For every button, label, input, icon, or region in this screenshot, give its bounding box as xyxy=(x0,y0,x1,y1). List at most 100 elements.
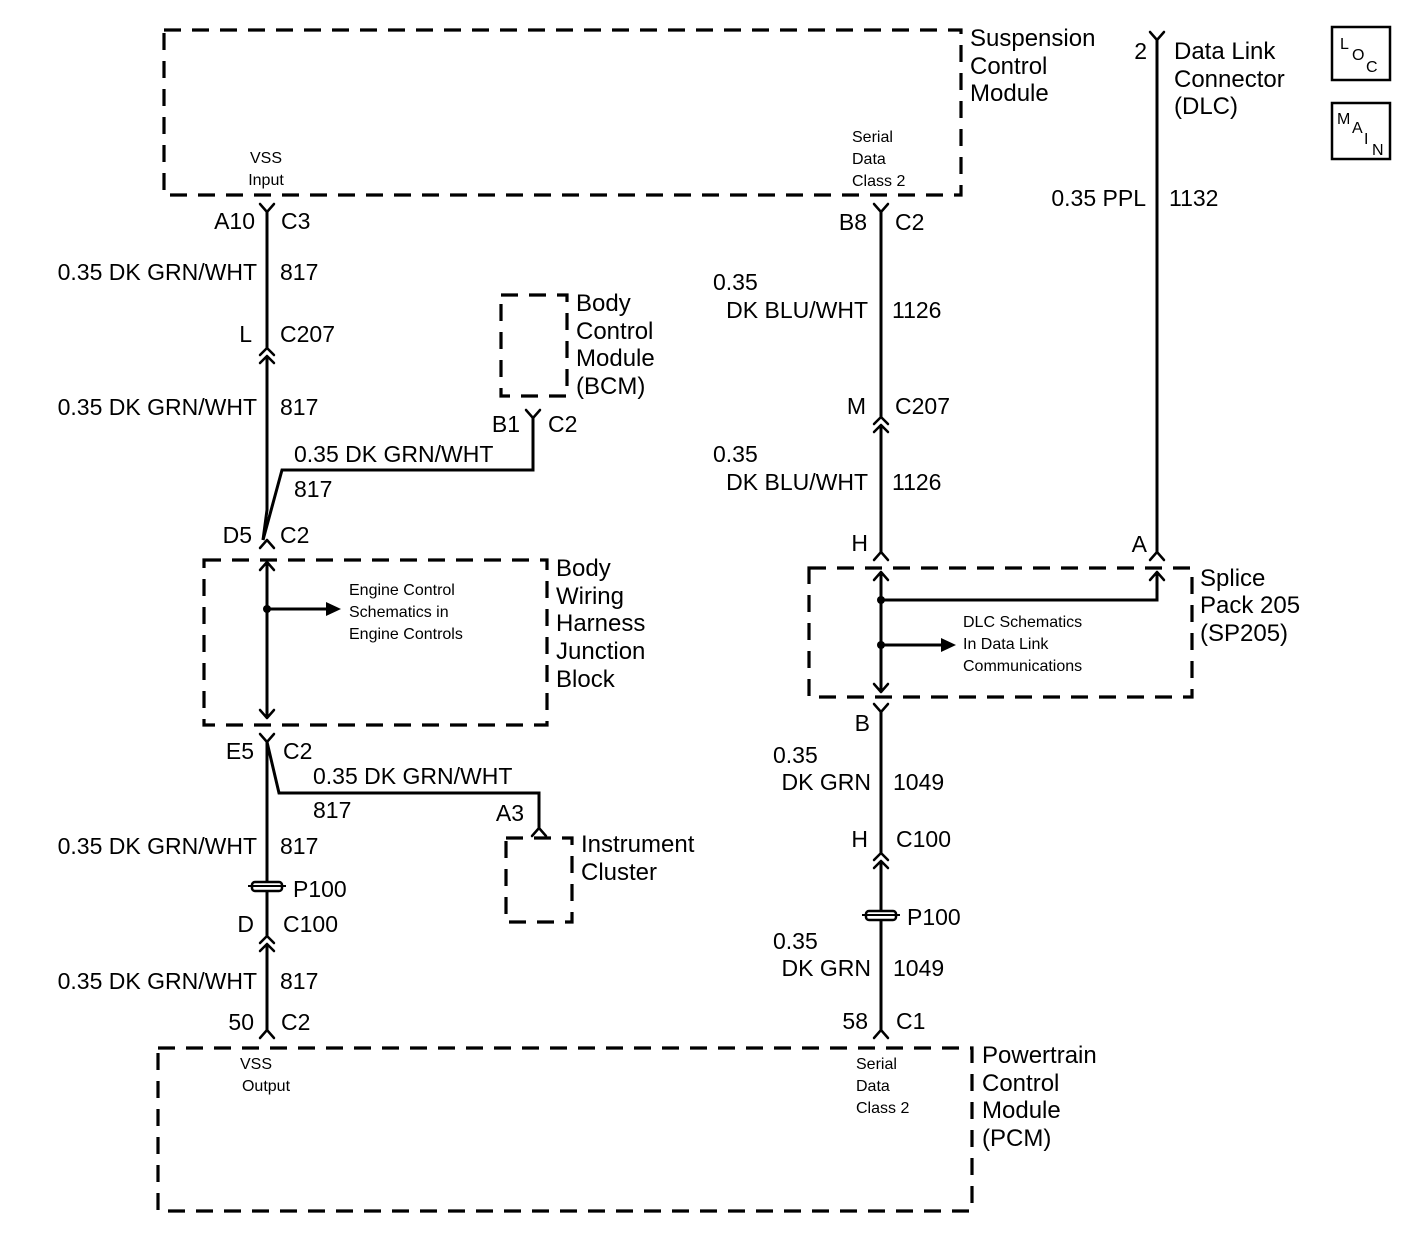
junction-name-line: Block xyxy=(556,666,616,693)
pcm-serial-label: Serial xyxy=(856,1056,897,1073)
connector-inline-icon xyxy=(872,851,890,870)
connector-male-icon xyxy=(530,826,548,838)
bcm-name-line: (BCM) xyxy=(576,373,645,400)
connector-label: C207 xyxy=(280,321,335,347)
wire-817-cluster-branch xyxy=(265,741,541,828)
wire-color-label: 0.35 DK GRN/WHT xyxy=(58,394,257,420)
wire-circuit-label: 817 xyxy=(280,833,318,859)
splice-name-line: Pack 205 xyxy=(1200,592,1300,619)
splice-note-line: In Data Link xyxy=(963,636,1049,653)
scm-box xyxy=(162,28,963,197)
wire-size-label: 0.35 xyxy=(713,269,758,295)
wire-splice-to-dlc xyxy=(881,572,1159,602)
wire-circuit-label: 817 xyxy=(294,476,332,502)
wire-circuit-label: 817 xyxy=(280,394,318,420)
wire-size-label: 0.35 xyxy=(773,742,818,768)
wire-color-label: 0.35 DK GRN/WHT xyxy=(58,259,257,285)
wire-circuit-label: 817 xyxy=(280,259,318,285)
bcm-box xyxy=(499,293,569,398)
connector-label: C2 xyxy=(280,522,309,548)
p100-grommet-right xyxy=(862,909,900,922)
pcm-name-line: (PCM) xyxy=(982,1125,1051,1152)
arrow-right-icon xyxy=(326,602,341,616)
pin-labels: A10 C3 L C207 B1 C2 D5 C2 E5 C2 A3 P100 … xyxy=(214,38,1148,1035)
scm-serial-label: Serial xyxy=(852,129,893,146)
loc-letter-2: O xyxy=(1352,47,1364,64)
pin-label: 2 xyxy=(1134,38,1147,64)
splice-note-line: DLC Schematics xyxy=(963,614,1082,631)
connector-inline-icon xyxy=(872,415,890,434)
p100-label: P100 xyxy=(907,904,961,930)
connector-female-icon xyxy=(1148,30,1166,42)
junction-box xyxy=(202,558,549,727)
junction-name-line: Harness xyxy=(556,610,645,637)
junction-name-line: Junction xyxy=(556,638,645,665)
pcm-serial-label: Class 2 xyxy=(856,1100,909,1117)
pin-label: B8 xyxy=(839,209,867,235)
connector-male-icon xyxy=(1148,570,1166,582)
scm-name-line: Module xyxy=(970,80,1049,107)
cluster-box xyxy=(504,836,574,924)
main-badge[interactable]: M A I N xyxy=(1330,101,1392,161)
wire-size-label: 0.35 xyxy=(773,928,818,954)
connector-label: C2 xyxy=(548,411,577,437)
pcm-name-line: Module xyxy=(982,1097,1061,1124)
loc-badge[interactable]: L O C xyxy=(1330,25,1392,82)
wire-size-label: 0.35 xyxy=(713,441,758,467)
internal-labels: VSS Input Serial Data Class 2 Engine Con… xyxy=(240,129,1082,1117)
connector-male-icon xyxy=(872,550,890,562)
pin-label: H xyxy=(851,826,868,852)
connector-female-icon xyxy=(258,732,276,744)
connector-label: C3 xyxy=(281,208,310,234)
main-letter-1: M xyxy=(1337,111,1350,128)
splice-note-line: Communications xyxy=(963,658,1082,675)
scm-serial-label: Data xyxy=(852,151,886,168)
wires xyxy=(261,40,1159,1030)
main-letter-2: A xyxy=(1352,120,1363,137)
pin-label: L xyxy=(239,321,252,347)
wire-circuit-label: 1049 xyxy=(893,955,944,981)
splice-dot xyxy=(877,641,885,649)
wire-circuit-label: 1126 xyxy=(892,297,941,323)
connector-female-icon xyxy=(258,708,276,720)
splice-dot xyxy=(877,596,885,604)
splice-dots xyxy=(263,596,885,649)
junction-name-line: Wiring xyxy=(556,583,624,610)
junction-note-line: Engine Control xyxy=(349,582,455,599)
wire-color-label: 0.35 DK GRN/WHT xyxy=(58,968,257,994)
connector-label: C207 xyxy=(895,393,950,419)
wire-circuit-label: 1132 xyxy=(1169,185,1218,211)
connector-label: C2 xyxy=(281,1009,310,1035)
connector-female-icon xyxy=(258,202,276,214)
connector-label: C100 xyxy=(283,911,338,937)
loc-letter-1: L xyxy=(1340,36,1349,53)
wire-circuit-label: 817 xyxy=(280,968,318,994)
wire-color-label: DK BLU/WHT xyxy=(726,297,868,323)
p100-grommet-left xyxy=(248,880,286,893)
main-letter-4: N xyxy=(1372,142,1384,159)
pin-label: 50 xyxy=(228,1009,254,1035)
wire-color-label: 0.35 PPL xyxy=(1051,185,1146,211)
wire-color-label: DK GRN xyxy=(782,955,871,981)
pcm-vss-label: Output xyxy=(242,1078,291,1095)
splice-name-line: (SP205) xyxy=(1200,620,1288,647)
connector-male-icon xyxy=(1148,550,1166,562)
pin-label: A10 xyxy=(214,208,255,234)
arrow-right-icon xyxy=(941,638,956,652)
pin-label: D5 xyxy=(223,522,252,548)
pcm-vss-label: VSS xyxy=(240,1056,272,1073)
wire-color-label: DK BLU/WHT xyxy=(726,469,868,495)
connector-male-icon xyxy=(258,538,276,550)
pin-label: M xyxy=(847,393,866,419)
wire-color-label: 0.35 DK GRN/WHT xyxy=(313,763,512,789)
main-letter-3: I xyxy=(1364,131,1368,148)
connector-male-icon xyxy=(872,1028,890,1040)
connector-female-icon xyxy=(872,702,890,714)
pin-label: A xyxy=(1132,531,1148,557)
pin-label: D xyxy=(237,911,254,937)
junction-name-line: Body xyxy=(556,555,611,582)
wire-circuit-label: 1126 xyxy=(892,469,941,495)
scm-serial-label: Class 2 xyxy=(852,173,905,190)
wire-labels: 0.35 DK GRN/WHT 817 0.35 DK GRN/WHT 817 … xyxy=(58,185,1219,994)
dlc-name-line: Connector xyxy=(1174,66,1285,93)
